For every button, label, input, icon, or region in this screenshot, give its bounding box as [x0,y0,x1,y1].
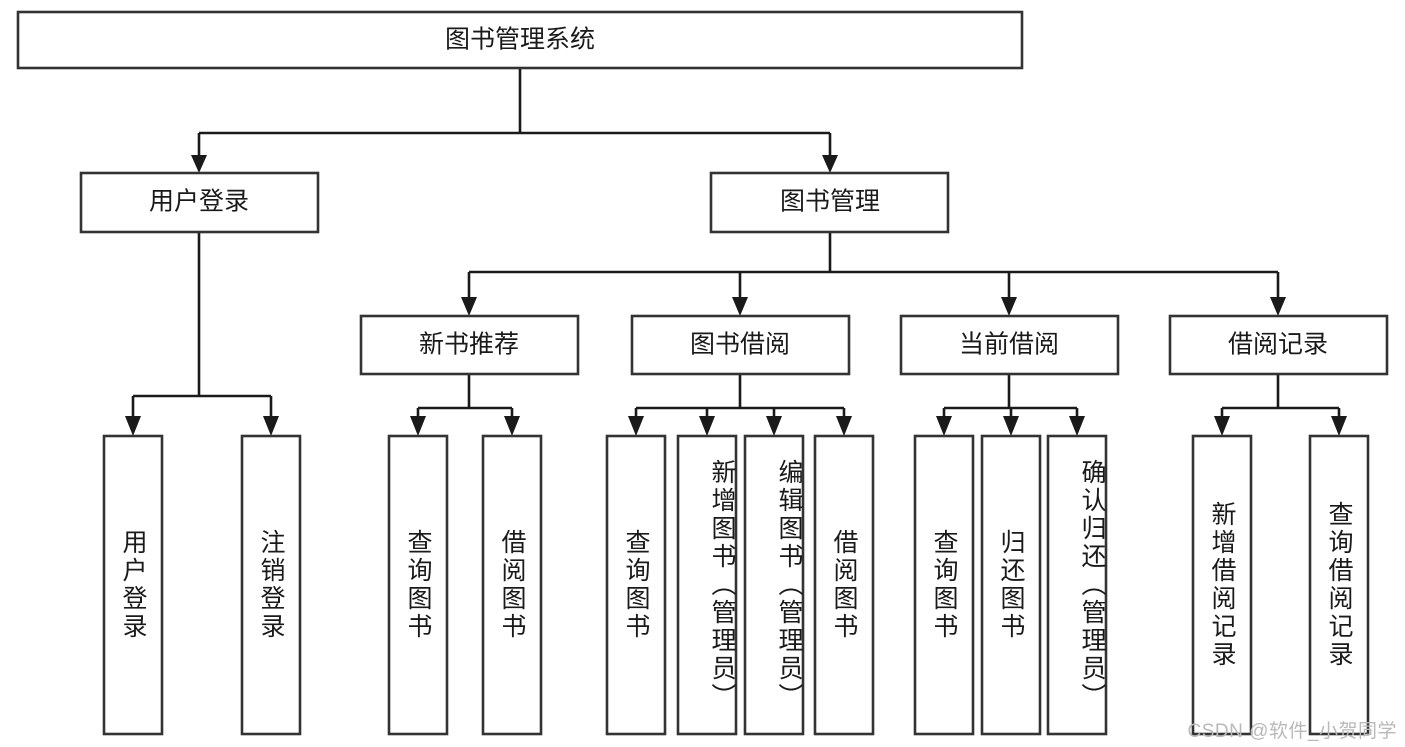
arrow-leaf-edit-book [766,416,782,436]
nodes-group: 图书管理系统 用户登录 图书管理 新书推荐 图书借阅 当前借阅 借阅记录 [16,10,1389,736]
arrow-leaf-query-book-3 [936,416,952,436]
node-current-label: 当前借阅 [959,331,1059,359]
node-records-label: 借阅记录 [1228,331,1328,359]
node-newbook[interactable] [359,314,580,376]
arrow-bookmgmt [822,155,838,173]
node-records[interactable] [1168,314,1389,376]
node-login-label: 用户登录 [149,188,249,216]
node-leaf-borrow-book-1[interactable] [481,434,543,736]
node-borrow[interactable] [630,314,851,376]
arrow-leaf-confirm-return [1069,416,1085,436]
node-login[interactable] [79,171,320,234]
node-leaf-add-book[interactable] [676,434,738,736]
arrow-leaf-add-book [699,416,715,436]
node-root-label: 图书管理系统 [445,26,595,54]
node-root[interactable] [16,10,1024,70]
arrow-borrow [732,297,748,316]
arrow-leaf-query-book-1 [410,416,426,436]
arrow-leaf-borrow-book-2 [836,416,852,436]
node-leaf-query-record[interactable] [1308,434,1370,736]
node-leaf-return-book[interactable] [980,434,1042,736]
node-leaf-query-book-1[interactable] [387,434,449,736]
edges-group [125,68,1347,436]
arrow-records [1270,297,1286,316]
node-leaf-user-logout[interactable] [240,434,302,736]
arrow-newbook [461,297,477,316]
node-leaf-borrow-book-2[interactable] [813,434,875,736]
arrow-leaf-query-book-2 [628,416,644,436]
node-bookmgmt-label: 图书管理 [780,188,880,216]
arrow-leaf-return-book [1003,416,1019,436]
arrow-login [191,155,207,173]
node-bookmgmt[interactable] [709,171,950,234]
csdn-watermark: CSDN @软件_小贺同学 [1187,721,1397,742]
arrow-leaf-user-logout [263,416,279,436]
node-leaf-add-record[interactable] [1191,434,1253,736]
node-borrow-label: 图书借阅 [690,331,790,359]
node-leaf-query-book-2[interactable] [605,434,667,736]
node-leaf-user-login[interactable] [102,434,164,736]
arrow-leaf-borrow-book-1 [504,416,520,436]
arrow-leaf-query-record [1331,416,1347,436]
arrow-leaf-add-record [1214,416,1230,436]
node-current[interactable] [899,314,1120,376]
arrow-current [1001,297,1017,316]
node-leaf-confirm-return[interactable] [1046,434,1108,736]
node-leaf-edit-book[interactable] [743,434,805,736]
arrow-leaf-user-login [125,416,141,436]
node-leaf-query-book-3[interactable] [913,434,975,736]
node-newbook-label: 新书推荐 [419,331,519,359]
